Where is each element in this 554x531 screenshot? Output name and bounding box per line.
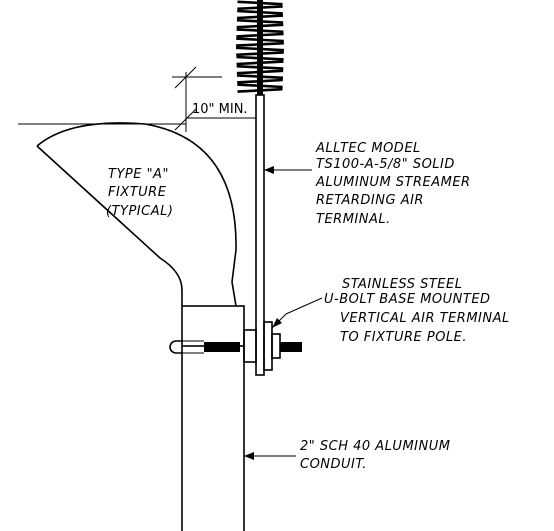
u-bolt-label-line: VERTICAL AIR TERMINAL (340, 311, 510, 326)
fixture-head (36, 122, 237, 307)
u-bolt-label-line: U-BOLT BASE MOUNTED (324, 292, 491, 307)
conduit-label: 2" SCH 40 ALUMINUM CONDUIT. (300, 439, 455, 472)
terminal-label-line: TERMINAL. (316, 212, 391, 227)
terminal-label-line: ALLTEC MODEL (315, 141, 421, 156)
dimension-10in-min: 10" MIN. (172, 66, 256, 132)
fixture-label-line: FIXTURE (108, 185, 167, 200)
conduit-label-line: CONDUIT. (300, 457, 367, 472)
fixture-label: TYPE "A" FIXTURE (TYPICAL) (106, 167, 174, 219)
fixture-label-line: TYPE "A" (108, 167, 169, 182)
leader-lines (244, 166, 323, 460)
fixture-label-line: (TYPICAL) (106, 204, 173, 219)
terminal-label: ALLTEC MODEL TS100-A-5/8" SOLID ALUMINUM… (315, 141, 475, 227)
terminal-label-line: ALUMINUM STREAMER (315, 175, 471, 190)
terminal-label-line: RETARDING AIR (316, 193, 424, 208)
u-bolt-label-line: STAINLESS STEEL (342, 277, 462, 292)
conduit-label-line: 2" SCH 40 ALUMINUM (300, 439, 450, 454)
air-terminal-rod (255, 94, 265, 376)
terminal-label-line: TS100-A-5/8" SOLID (316, 157, 455, 172)
brush-core (257, 0, 263, 95)
u-bolt-assembly (169, 321, 302, 371)
dimension-text: 10" MIN. (192, 102, 248, 117)
u-bolt-label: STAINLESS STEEL U-BOLT BASE MOUNTED VERT… (324, 277, 514, 345)
u-bolt-label-line: TO FIXTURE POLE. (340, 330, 467, 345)
fixture-pole (181, 305, 245, 531)
